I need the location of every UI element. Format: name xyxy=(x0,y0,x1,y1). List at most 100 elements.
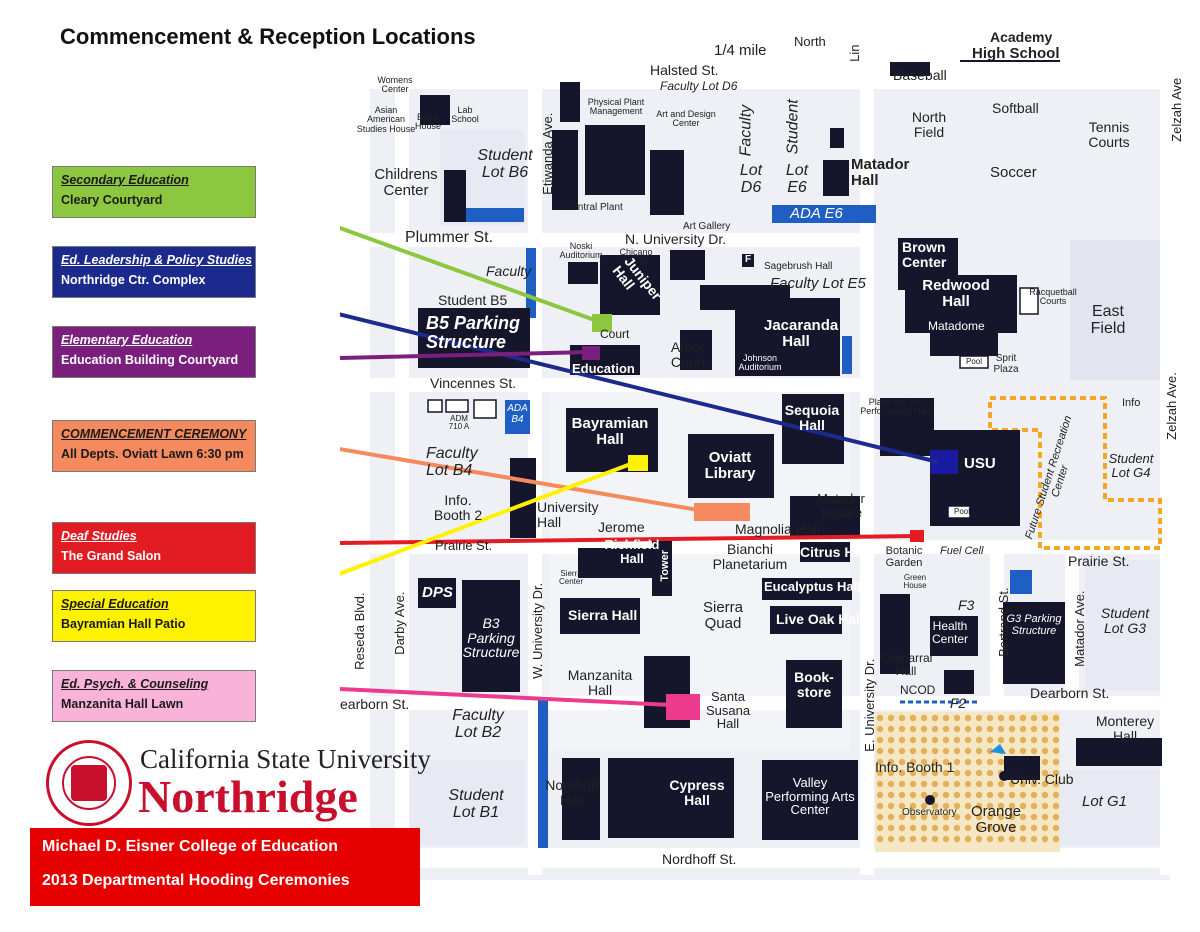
callout-secondary-education: Secondary Education Cleary Courtyard xyxy=(52,166,256,218)
grove-dot xyxy=(1030,802,1038,810)
racquetball-bldg xyxy=(1019,287,1039,315)
reseda-blvd-label: Reseda Blvd. xyxy=(352,592,368,670)
prairie-st-east-label: Prairie St. xyxy=(1068,553,1130,569)
f3-label: F3 xyxy=(958,597,975,613)
grove-dot xyxy=(953,769,961,777)
grove-dot xyxy=(1008,747,1016,755)
csun-logo: California State University Northridge xyxy=(40,740,431,830)
nordhoff-hall-bldg xyxy=(562,758,600,840)
grove-dot xyxy=(1052,714,1060,722)
lot-d6-label: Lot D6 xyxy=(739,162,763,196)
grove-dot xyxy=(997,736,1005,744)
lot-b1 xyxy=(410,760,525,845)
university-hall-bldg xyxy=(510,458,536,538)
grove-dot xyxy=(876,747,884,755)
grove-dot xyxy=(1041,747,1049,755)
tower-label: Tower xyxy=(659,549,672,582)
callout-elementary-education: Elementary Education Education Building … xyxy=(52,326,256,378)
footer-banner: Michael D. Eisner College of Education 2… xyxy=(30,828,420,906)
grove-dot xyxy=(887,813,895,821)
observatory-label: Observatory xyxy=(902,807,957,818)
grove-dot xyxy=(986,824,994,832)
citrus-hall-bldg xyxy=(800,542,850,562)
grove-dot xyxy=(997,835,1005,843)
grove-dot xyxy=(997,725,1005,733)
johnson-auditorium-label: Johnson Auditorium xyxy=(738,353,782,373)
black-house-label: Black House xyxy=(414,112,441,132)
grove-dot xyxy=(1041,714,1049,722)
tower-bldg xyxy=(652,540,672,596)
pool-2-label: Pool xyxy=(954,507,971,516)
zelzah-ave xyxy=(1160,75,1170,875)
grove-dot xyxy=(909,747,917,755)
spirit-plaza-label: Sprit Plaza xyxy=(993,353,1019,375)
bertrand-st xyxy=(990,554,1004,704)
health-center-bldg xyxy=(930,616,978,656)
bayramian-hall-label: Bayramian Hall xyxy=(571,415,649,448)
info-booth-2-label: Info. Booth 2 xyxy=(433,492,483,523)
logo-line-2: Northridge xyxy=(138,771,358,822)
grove-dot xyxy=(1041,758,1049,766)
grove-dot xyxy=(898,780,906,788)
grove-dot xyxy=(1030,780,1038,788)
callout-location: All Depts. Oviatt Lawn 6:30 pm xyxy=(61,447,244,461)
grove-dot xyxy=(909,758,917,766)
dps-label: DPS xyxy=(422,584,453,601)
student-vertical-label: Student xyxy=(784,99,802,155)
grove-dot xyxy=(1030,813,1038,821)
grove-dot xyxy=(942,769,950,777)
grove-dot xyxy=(1008,802,1016,810)
grove-dot xyxy=(876,736,884,744)
grove-dot xyxy=(909,769,917,777)
arbor-court-label: Arbor Court xyxy=(670,339,706,370)
pool-label: Pool xyxy=(966,357,983,366)
eucalyptus-hall-label: Eucalyptus Hall xyxy=(764,579,861,594)
grove-dot xyxy=(1019,824,1027,832)
grove-dot xyxy=(887,725,895,733)
grove-dot xyxy=(964,813,972,821)
grove-dot xyxy=(909,791,917,799)
grove-dot xyxy=(1052,791,1060,799)
univ-club-bldg xyxy=(1004,756,1040,780)
east-field xyxy=(1070,240,1160,380)
grove-dot xyxy=(964,780,972,788)
high-school-bldg xyxy=(960,60,1060,62)
ada-strip-b2 xyxy=(538,700,548,848)
lot-e6-label: Lot E6 xyxy=(785,162,809,196)
grove-dot xyxy=(1052,747,1060,755)
jerome-label: Jerome xyxy=(598,519,645,535)
adm-bldg-3 xyxy=(473,399,497,419)
grove-dot xyxy=(1041,835,1049,843)
darby-ave-label: Darby Ave. xyxy=(392,591,408,655)
grove-dot xyxy=(1019,736,1027,744)
grove-dot xyxy=(975,835,983,843)
santa-susana-label: Santa Susana Hall xyxy=(705,689,751,732)
callout-title: COMMENCEMENT CEREMONY xyxy=(61,427,247,441)
pool2-bldg xyxy=(947,505,971,519)
grove-dot xyxy=(1008,725,1016,733)
lot-g3 xyxy=(1085,560,1160,690)
grove-dot xyxy=(1019,802,1027,810)
grove-dot xyxy=(920,736,928,744)
prairie-st-label: Prairie St. xyxy=(435,538,493,553)
pointer-elementary xyxy=(340,350,591,361)
chicano-house-bldg xyxy=(670,250,705,280)
monterey-hall-label: Monterey Hall xyxy=(1095,713,1155,744)
grove-dot xyxy=(920,802,928,810)
marker-deaf-studies xyxy=(910,530,924,542)
plaza-del-sol-label: Plaza del Sol Performance Hall xyxy=(860,397,930,417)
grove-dot xyxy=(1052,824,1060,832)
central-plant-label: Central Plant xyxy=(565,202,623,213)
soccer-label: Soccer xyxy=(990,164,1037,181)
grove-dot xyxy=(975,714,983,722)
grove-dot xyxy=(931,769,939,777)
grove-dot xyxy=(876,824,884,832)
univ-club-marker xyxy=(999,771,1009,781)
grove-dot xyxy=(975,791,983,799)
grove-dot xyxy=(1008,824,1016,832)
grove-dot xyxy=(909,714,917,722)
grove-dot xyxy=(909,725,917,733)
ncod-bldg xyxy=(944,670,974,694)
grove-dot xyxy=(1041,802,1049,810)
pointer-special-ed xyxy=(340,460,637,576)
